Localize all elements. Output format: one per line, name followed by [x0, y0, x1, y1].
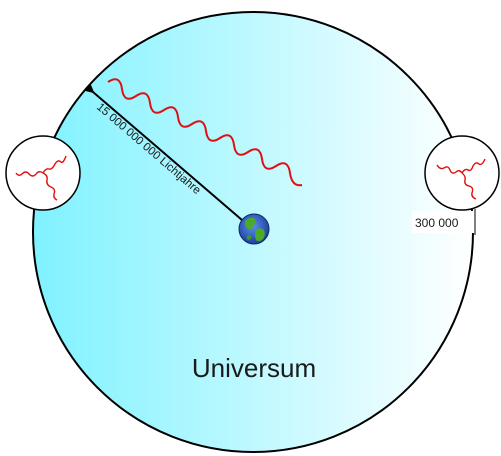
light-wave	[107, 78, 303, 187]
right-horizon-patch	[424, 135, 500, 211]
patch-label-box	[412, 211, 475, 233]
left-patch-waves-icon	[15, 155, 67, 201]
patch-size-label: 300 000	[415, 216, 459, 230]
distance-arrow	[83, 82, 243, 221]
left-horizon-patch	[5, 135, 81, 211]
right-patch-waves-icon	[436, 158, 486, 200]
earth-icon	[238, 213, 270, 245]
universe-label: Universum	[192, 353, 316, 383]
